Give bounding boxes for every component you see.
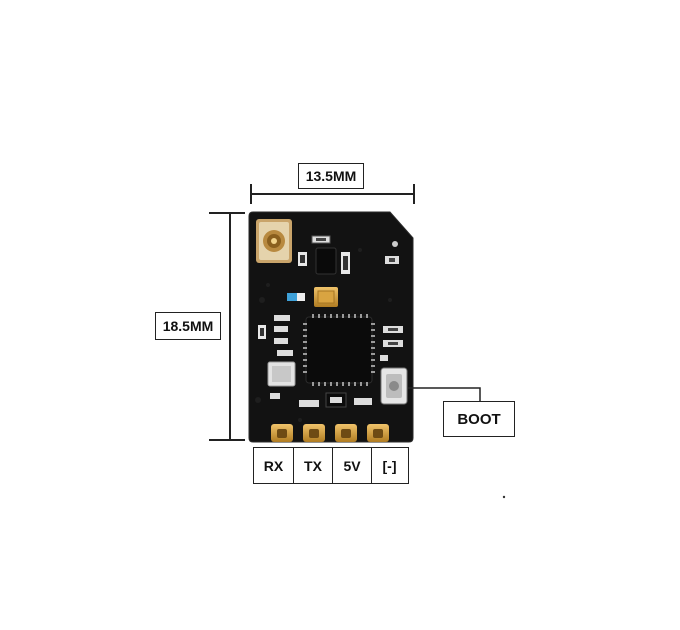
width-dimension-label: 13.5MM — [298, 163, 364, 189]
width-dimension-tick-right — [413, 184, 415, 204]
boot-leader-line — [408, 387, 481, 401]
width-dimension-line — [250, 193, 414, 195]
height-dimension-tick-top — [209, 212, 245, 214]
boot-label: BOOT — [443, 401, 515, 437]
height-dimension-tick-bottom — [209, 439, 245, 441]
pin-label-bar: RX TX 5V [-] — [253, 447, 409, 484]
boot-button-icon — [380, 367, 408, 405]
height-dimension-label: 18.5MM — [155, 312, 221, 340]
antenna-connector-icon — [256, 219, 292, 263]
solder-pads — [271, 424, 389, 442]
pin-label-5v: 5V — [332, 448, 371, 483]
pin-label-gnd: [-] — [371, 448, 407, 483]
width-dimension-tick-left — [250, 184, 252, 204]
pin-label-tx: TX — [293, 448, 332, 483]
pcb-texture — [255, 248, 392, 422]
height-dimension-line — [229, 212, 231, 440]
pin-label-rx: RX — [263, 457, 284, 474]
chip-pins — [303, 314, 375, 386]
